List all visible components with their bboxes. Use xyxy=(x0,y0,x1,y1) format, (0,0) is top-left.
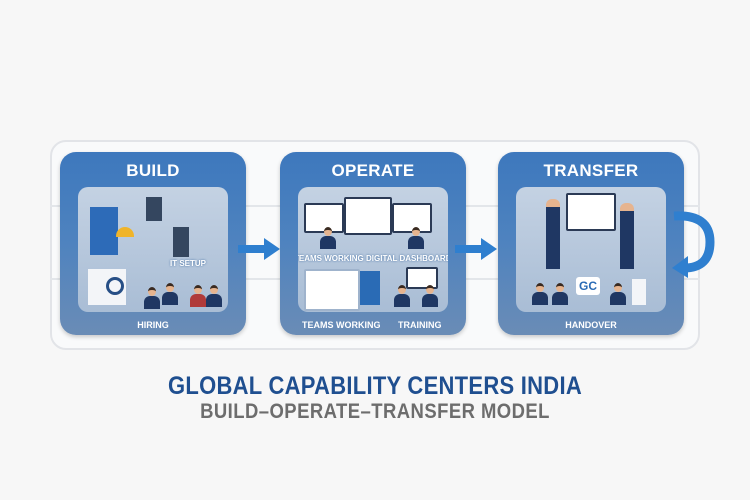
arrow-right-icon xyxy=(455,238,497,260)
person-icon xyxy=(532,283,548,305)
person-icon xyxy=(408,227,424,249)
dashboard-screen xyxy=(344,197,392,235)
person-icon xyxy=(320,227,336,249)
page-subtitle: BUILD–OPERATE–TRANSFER MODEL xyxy=(200,400,550,423)
person-icon xyxy=(394,285,410,307)
page-title: GLOBAL CAPABILITY CENTERS INDIA xyxy=(168,372,582,400)
person-icon xyxy=(162,283,178,305)
person-icon xyxy=(610,283,626,305)
hardhat-icon xyxy=(116,227,134,237)
training-screen xyxy=(406,267,438,289)
person-icon xyxy=(552,283,568,305)
person-icon xyxy=(190,285,206,307)
stage-label: HIRING xyxy=(137,320,169,330)
presenter-icon xyxy=(546,199,560,269)
magnifier-icon xyxy=(106,277,124,295)
dashboard-card xyxy=(360,271,380,305)
stage-build: BUILD IT SETUP HIRING xyxy=(60,152,246,335)
person-icon xyxy=(144,287,160,309)
server-icon xyxy=(173,227,189,257)
server-icon xyxy=(146,197,162,221)
stage-title: OPERATE xyxy=(331,161,415,180)
cycle-arrow-icon xyxy=(672,211,715,278)
stage-operate: OPERATE TEAMS WORKING DIGITAL DASHBOARDS… xyxy=(280,152,466,335)
stage-label: TEAMS WORKING xyxy=(302,320,381,330)
checklist-icon xyxy=(632,279,646,305)
presentation-screen xyxy=(566,193,616,231)
stage-label: HANDOVER xyxy=(565,320,617,330)
stage-title: BUILD xyxy=(126,161,180,180)
stage-transfer: TRANSFER GC HANDOVER xyxy=(498,152,684,335)
build-illustration: IT SETUP xyxy=(78,187,228,312)
arrow-right-icon xyxy=(238,238,280,260)
gcc-logo: GC xyxy=(576,277,600,295)
operate-illustration: TEAMS WORKING DIGITAL DASHBOARDS xyxy=(298,187,448,312)
dashboards-label: TEAMS WORKING DIGITAL DASHBOARDS xyxy=(298,254,448,263)
chart-card xyxy=(304,269,360,311)
building-icon xyxy=(90,207,118,255)
presenter-icon xyxy=(620,203,634,269)
stage-title: TRANSFER xyxy=(543,161,639,180)
stage-label: TRAINING xyxy=(398,320,442,330)
transfer-illustration: GC xyxy=(516,187,666,312)
it-setup-label: IT SETUP xyxy=(170,259,207,268)
person-icon xyxy=(206,285,222,307)
person-icon xyxy=(422,285,438,307)
